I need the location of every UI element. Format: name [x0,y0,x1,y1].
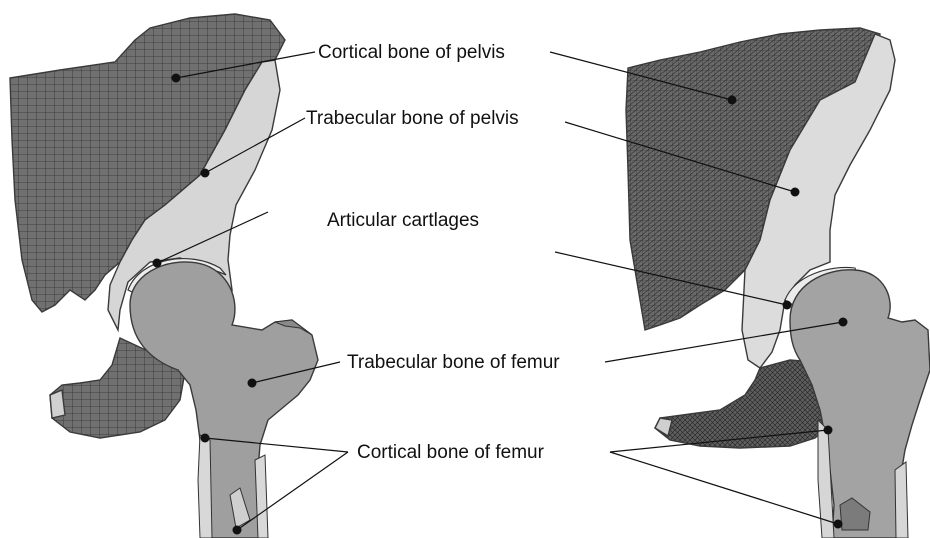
right-model [626,28,930,538]
label-cortical-bone-of-pelvis: Cortical bone of pelvis [318,42,505,63]
label-trabecular-bone-of-femur: Trabecular bone of femur [347,352,560,373]
left-model [10,14,318,538]
label-trabecular-bone-of-pelvis: Trabecular bone of pelvis [306,108,519,129]
left-femur-cortical [198,435,212,538]
label-cortical-bone-of-femur: Cortical bone of femur [357,442,545,463]
labels: Cortical bone of pelvis Trabecular bone … [306,42,560,463]
label-articular-cartilages: Articular cartlages [327,210,479,231]
